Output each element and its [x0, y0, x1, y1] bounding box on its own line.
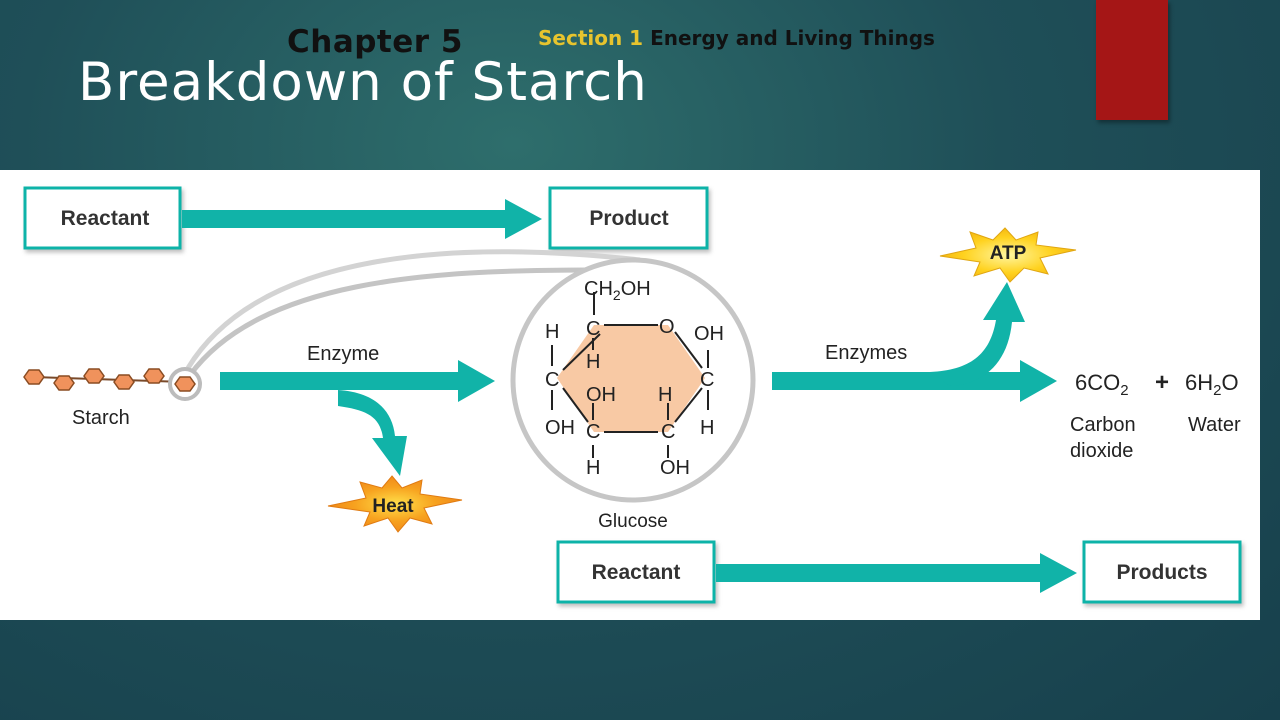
co2-formula: 6CO2 [1075, 370, 1129, 399]
glucose-atoms: CH2OH O OH H C H C C OH H OH C C H H OH [545, 278, 724, 479]
bottom-reactant-box: Reactant [556, 540, 716, 604]
enzyme-label: Enzyme [307, 343, 379, 365]
top-reactant-label: Reactant [61, 207, 150, 230]
enzymes-arrow [772, 360, 1057, 402]
carbon-dioxide-label-1: Carbon [1070, 414, 1136, 436]
starch-breakdown-diagram: Reactant Product Starch Enzyme H [0, 170, 1260, 620]
atp-label: ATP [990, 243, 1027, 264]
atom-h-5: H [700, 417, 714, 439]
top-product-box: Product [548, 186, 709, 250]
atom-ch2oh: CH2OH [584, 278, 651, 303]
atom-o-ring: O [659, 316, 675, 338]
atom-oh-4: OH [660, 457, 690, 479]
enzyme-arrow [220, 360, 495, 402]
atom-c-2: C [545, 369, 559, 391]
atom-h-4: H [586, 457, 600, 479]
connector-tube-outer [187, 267, 591, 377]
section-heading: Section 1 Energy and Living Things [538, 26, 935, 50]
plus-sign: + [1155, 369, 1169, 396]
water-label: Water [1188, 414, 1241, 436]
diagram-canvas: Reactant Product Starch Enzyme H [23, 186, 1242, 604]
glucose-label: Glucose [598, 511, 668, 532]
atom-oh-2: OH [586, 384, 616, 406]
accent-bar [1096, 0, 1168, 120]
top-reactant-box: Reactant [23, 186, 182, 250]
glucose-bonds [551, 292, 709, 458]
heat-label: Heat [372, 496, 414, 517]
top-product-label: Product [589, 207, 668, 230]
section-number: Section 1 [538, 26, 644, 50]
atom-c-1: C [586, 318, 600, 340]
connector-tube-inner [185, 249, 641, 370]
atom-h-1: H [545, 321, 559, 343]
starch-label: Starch [72, 407, 130, 429]
slide-title: Breakdown of Starch [78, 52, 648, 113]
h2o-formula: 6H2O [1185, 370, 1239, 399]
top-legend-arrow [182, 199, 542, 239]
heat-branch-arrow [338, 390, 407, 476]
bottom-products-label: Products [1116, 561, 1207, 584]
carbon-dioxide-label-2: dioxide [1070, 440, 1133, 462]
atp-burst: ATP [939, 227, 1077, 283]
chapter-label: Chapter 5 [287, 24, 463, 60]
bottom-reactant-label: Reactant [592, 561, 681, 584]
atom-oh-3: OH [545, 417, 575, 439]
atom-c-4: C [586, 421, 600, 443]
atom-oh-1: OH [694, 323, 724, 345]
enzymes-label: Enzymes [825, 342, 907, 364]
atom-c-5: C [661, 421, 675, 443]
atom-h-2: H [586, 351, 600, 373]
atp-branch-arrow [930, 282, 1025, 386]
heat-burst: Heat [327, 475, 463, 533]
bottom-products-box: Products [1082, 540, 1242, 604]
starch-chain [23, 367, 202, 401]
bottom-legend-arrow [716, 553, 1077, 593]
atom-c-3: C [700, 369, 714, 391]
atom-h-3: H [658, 384, 672, 406]
section-title: Energy and Living Things [650, 26, 935, 50]
